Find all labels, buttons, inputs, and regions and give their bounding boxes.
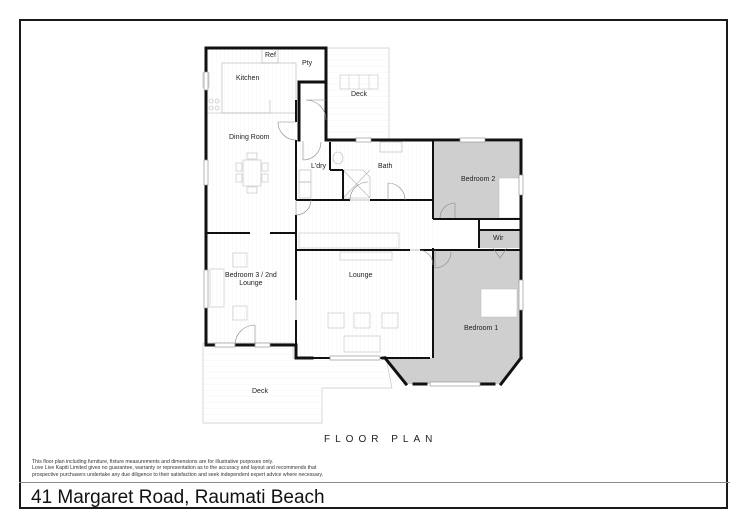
room-label-bedroom2: Bedroom 2 <box>461 176 496 183</box>
room-label-bath: Bath <box>378 163 393 170</box>
room-label-bedroom3-line2: Lounge <box>239 280 263 287</box>
disclaimer: This floor plan including furniture, fix… <box>32 459 323 478</box>
room-label-bedroom3: Bedroom 3 / 2nd Lounge <box>225 272 277 288</box>
page-frame <box>19 19 728 509</box>
room-label-wir: Wir <box>493 235 504 242</box>
disclaimer-line-2: Love Live Kapiti Limited gives no guaran… <box>32 465 317 472</box>
room-label-deck-top: Deck <box>351 91 367 98</box>
property-address: 41 Margaret Road, Raumati Beach <box>31 487 325 508</box>
dining-table-icon <box>235 152 269 194</box>
room-label-kitchen: Kitchen <box>236 75 260 82</box>
disclaimer-line-1: This floor plan including furniture, fix… <box>32 459 274 465</box>
room-label-bedroom3-line1: Bedroom 3 / 2nd <box>225 272 277 279</box>
floor-plan-heading: FLOOR PLAN <box>324 434 438 445</box>
room-label-bedroom1: Bedroom 1 <box>464 325 499 332</box>
exterior-walls <box>204 46 524 387</box>
room-label-deck-bottom: Deck <box>252 388 268 395</box>
footer-divider <box>19 482 730 483</box>
room-label-ldry: L'dry <box>311 163 326 170</box>
lounge-furniture-icon <box>298 232 400 353</box>
room-label-ref: Ref <box>265 52 276 59</box>
wir-floor <box>479 230 521 248</box>
room-label-dining-room: Dining Room <box>229 134 270 141</box>
room-label-lounge: Lounge <box>349 272 373 279</box>
bedroom1-floor <box>385 250 521 384</box>
deck-top <box>325 47 390 141</box>
deck-bottom <box>202 342 393 424</box>
disclaimer-line-3: prospective purchasers undertake any due… <box>32 471 324 478</box>
room-label-pty: Pty <box>302 60 313 67</box>
